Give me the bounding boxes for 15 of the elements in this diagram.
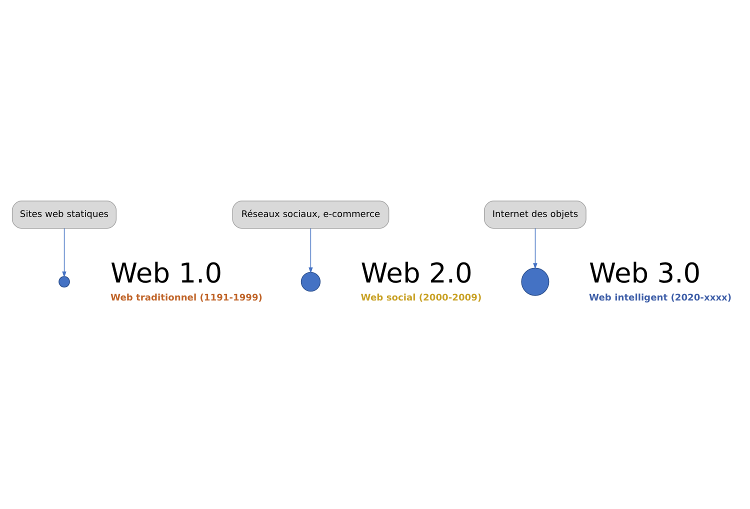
node-label: Web 3.0 xyxy=(589,258,701,290)
node-box: Internet des objets xyxy=(484,200,586,229)
node-label: Web social (2000-2009) xyxy=(360,293,482,304)
node-circle xyxy=(300,272,321,292)
node-box: Réseaux sociaux, e-commerce xyxy=(232,200,390,229)
arrow xyxy=(308,228,313,274)
arrow xyxy=(62,228,66,278)
node-circle xyxy=(58,276,70,288)
node-circle xyxy=(521,268,550,296)
node-label: Web intelligent (2020-xxxx) xyxy=(589,293,732,304)
arrow xyxy=(533,228,538,270)
node-label: Web traditionnel (1191-1999) xyxy=(110,293,262,304)
node-box: Sites web statiques xyxy=(12,200,117,229)
node-label: Web 2.0 xyxy=(360,258,472,290)
node-label: Web 1.0 xyxy=(110,258,222,290)
